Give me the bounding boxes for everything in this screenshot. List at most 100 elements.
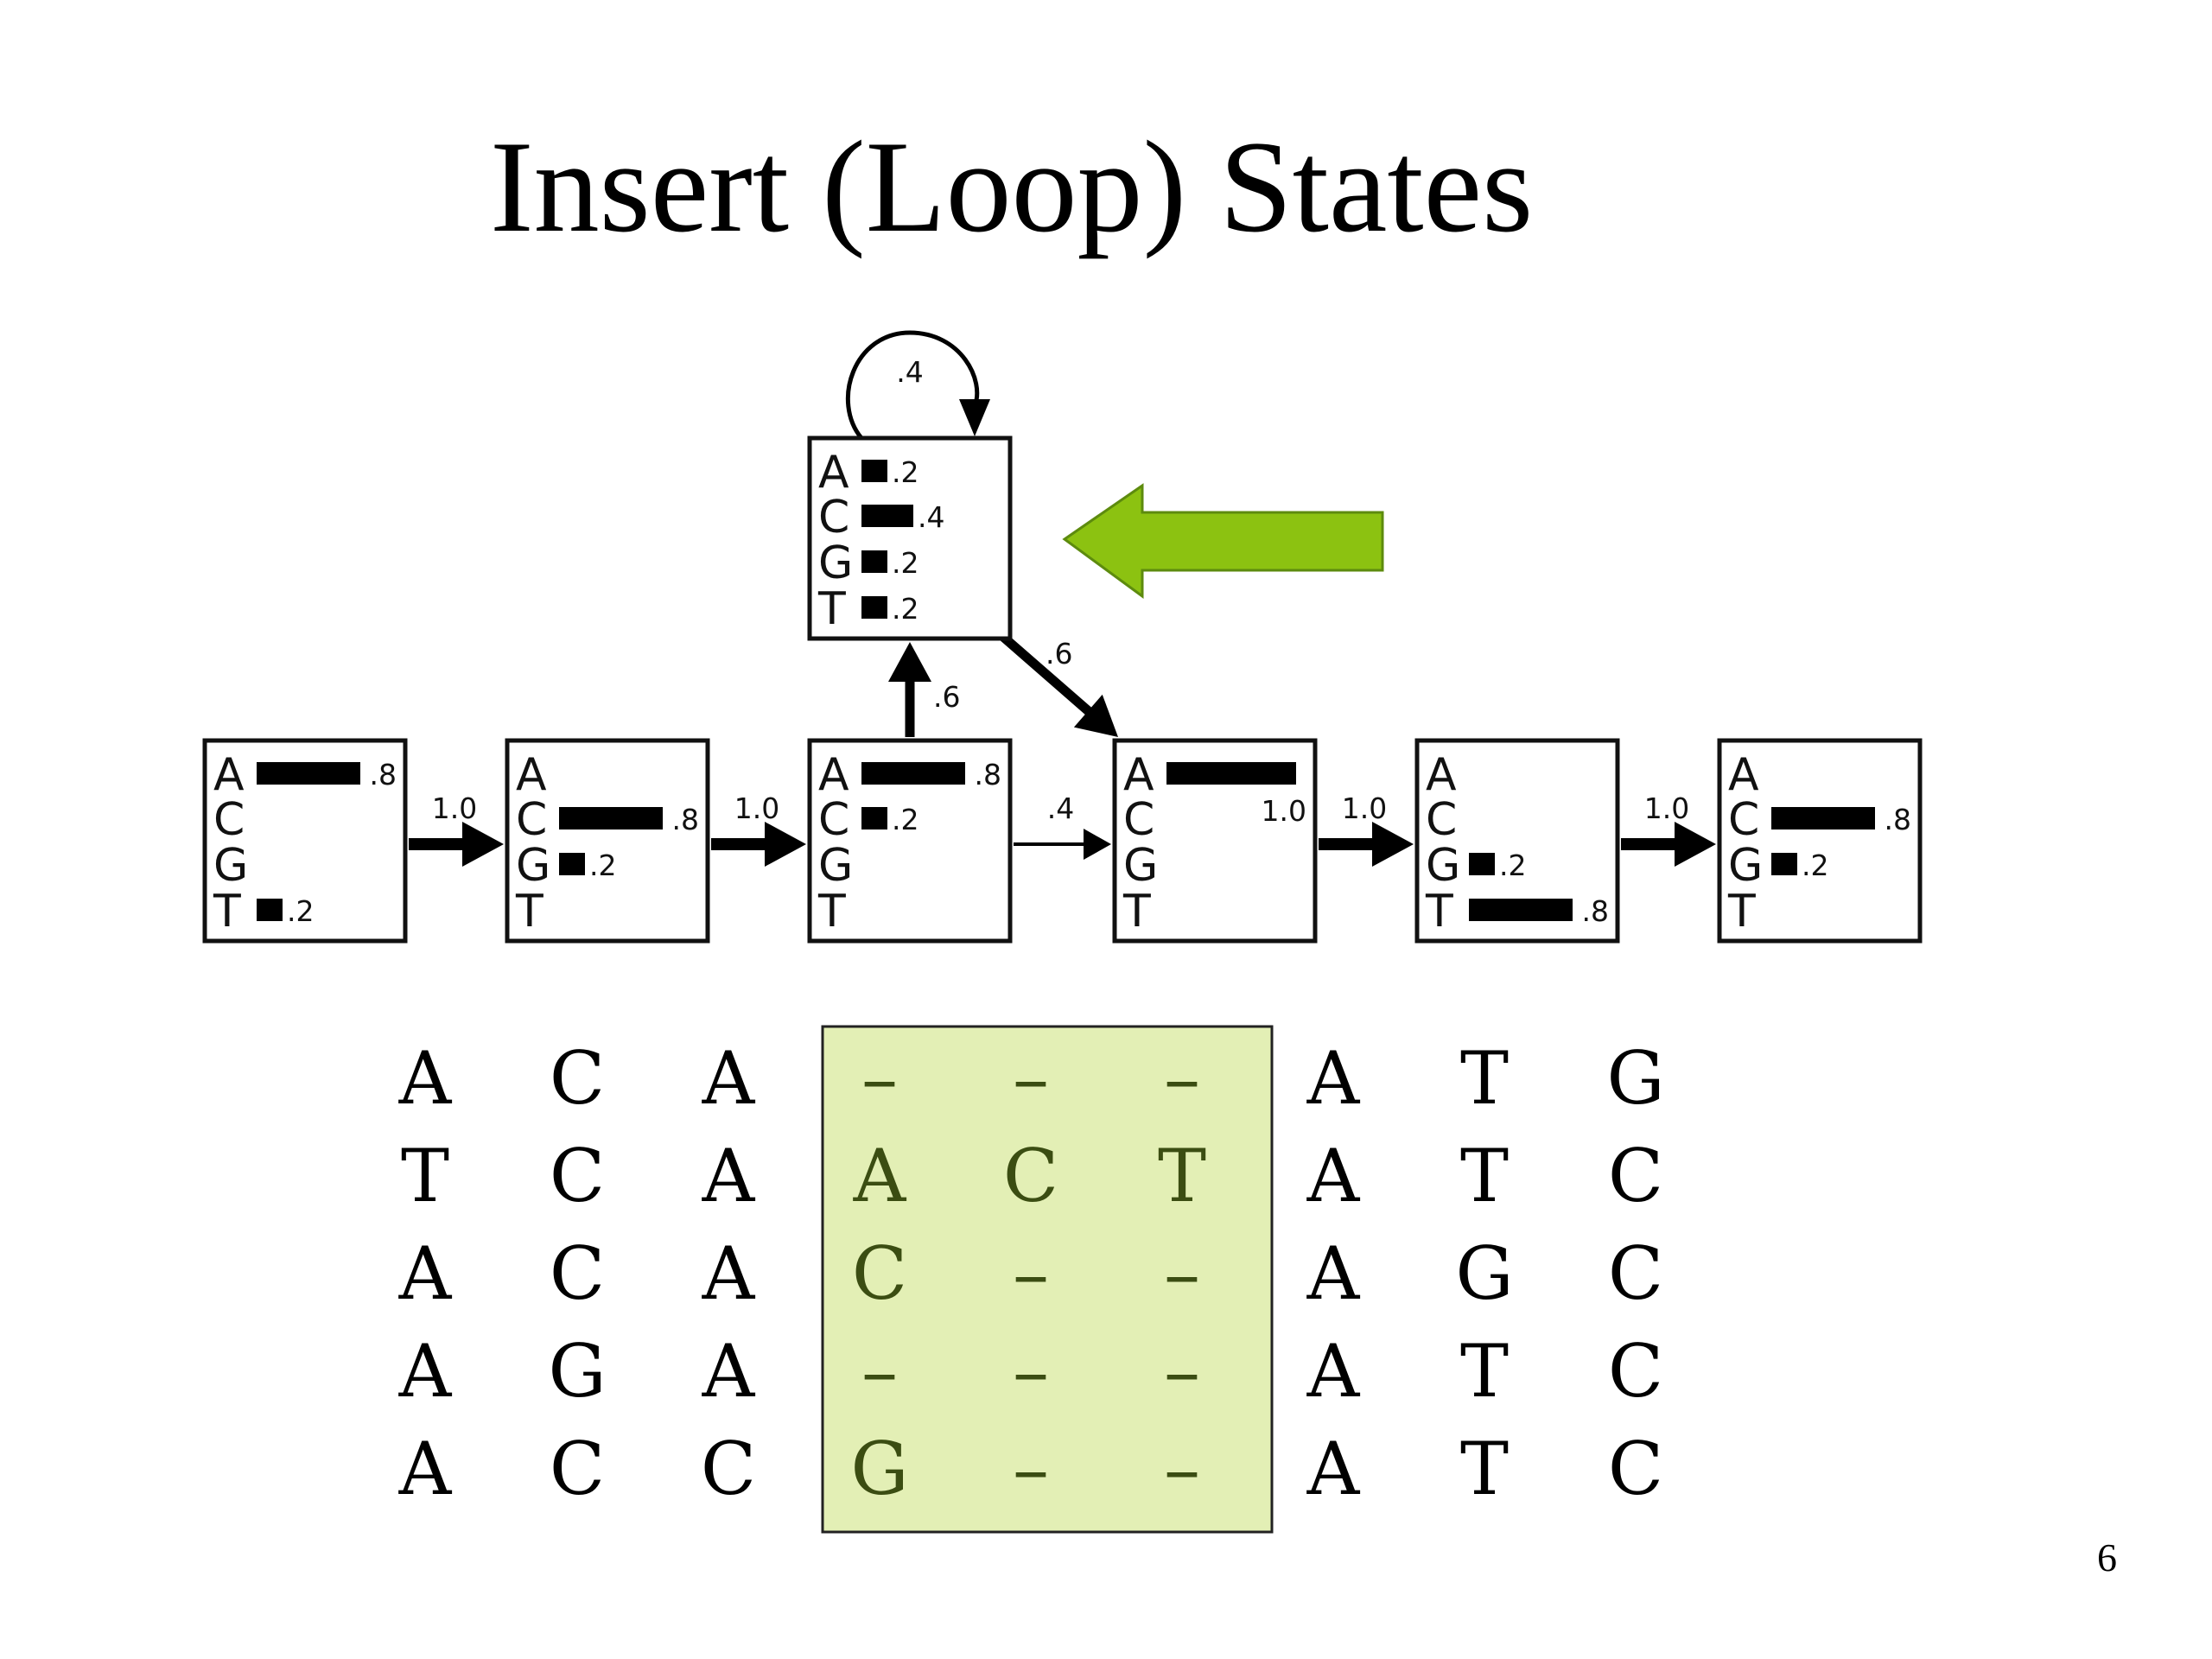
emission-prob-label: .2	[892, 455, 919, 489]
alignment-cell: G	[1606, 1036, 1664, 1121]
emission-bar	[861, 460, 887, 482]
transition-prob-label: .4	[896, 355, 924, 389]
page-number: 6	[2097, 1535, 2117, 1580]
state-base-label: G	[213, 840, 248, 892]
alignment-cell: G	[850, 1427, 908, 1511]
emission-bar	[257, 762, 360, 785]
transition-m3-insert: .6	[888, 642, 961, 737]
transition-arrowhead	[1372, 822, 1414, 867]
transition-line	[846, 330, 980, 440]
state-base-label: T	[817, 886, 846, 938]
emission-prob-label: 1.0	[1262, 794, 1306, 828]
alignment-cell: T	[401, 1134, 449, 1218]
transition-line	[1000, 632, 1093, 716]
match-state-2: AC.8G.2T	[505, 738, 710, 944]
state-base-label: C	[1426, 794, 1457, 846]
transition-arrowhead	[1675, 822, 1716, 867]
alignment-cell: C	[701, 1427, 756, 1511]
alignment-cell: C	[550, 1427, 605, 1511]
transition-arrowhead	[1084, 829, 1111, 860]
alignment-cell: T	[1460, 1036, 1509, 1121]
alignment-cell: C	[1608, 1134, 1663, 1218]
state-base-label: T	[515, 886, 543, 938]
insert-state: A.2C.4G.2T.2	[807, 435, 1013, 641]
emission-bar	[1771, 807, 1875, 830]
state-base-label: T	[1122, 886, 1151, 938]
transition-prob-label: 1.0	[1644, 791, 1689, 825]
state-base-label: T	[817, 583, 846, 635]
emission-prob-label: .2	[892, 592, 919, 626]
state-base-label: C	[1123, 794, 1154, 846]
alignment-cell: C	[1608, 1427, 1663, 1511]
emission-prob-label: .8	[672, 803, 700, 836]
alignment-cell: C	[1608, 1231, 1663, 1316]
alignment-cell: –	[861, 1036, 898, 1121]
state-base-label: G	[516, 840, 550, 892]
transition-arrowhead	[888, 642, 931, 682]
alignment-cell: T	[1158, 1134, 1206, 1218]
emission-bar	[559, 807, 663, 830]
alignment-cell: –	[1164, 1427, 1200, 1511]
transition-m2-m3: 1.0	[711, 791, 806, 867]
emission-prob-label: .2	[1499, 849, 1527, 882]
alignment-cell: G	[548, 1329, 606, 1414]
alignment-cell: A	[702, 1036, 756, 1121]
state-base-label: A	[818, 749, 849, 801]
emission-prob-label: .8	[370, 758, 397, 791]
alignment-cell: C	[550, 1134, 605, 1218]
alignment-cell: T	[1460, 1329, 1509, 1414]
alignment-cell: A	[853, 1134, 907, 1218]
state-base-label: G	[818, 840, 853, 892]
alignment-cell: A	[1306, 1329, 1361, 1414]
emission-prob-label: .2	[892, 546, 919, 580]
alignment-cell: A	[702, 1134, 756, 1218]
alignment-cell: C	[1608, 1329, 1663, 1414]
state-base-label: A	[1426, 749, 1457, 801]
alignment-cell: A	[1306, 1134, 1361, 1218]
alignment-cell: –	[1013, 1231, 1049, 1316]
transition-prob-label: 1.0	[1342, 791, 1387, 825]
alignment-cell: A	[398, 1231, 453, 1316]
transition-arrowhead	[959, 399, 990, 436]
emission-bar	[861, 807, 887, 830]
transition-prob-label: .4	[1047, 791, 1075, 825]
transition-m4-m5: 1.0	[1319, 791, 1414, 867]
state-box	[807, 435, 1013, 641]
alignment-cell: G	[1455, 1231, 1513, 1316]
alignment-cell: A	[398, 1329, 453, 1414]
alignment-cell: –	[1164, 1036, 1200, 1121]
emission-bar	[257, 899, 283, 921]
alignment-cell: A	[702, 1231, 756, 1316]
alignment-cell: –	[861, 1329, 898, 1414]
alignment-cell: A	[702, 1329, 756, 1414]
insert-columns-highlight	[821, 1025, 1274, 1534]
transition-m5-m6: 1.0	[1621, 791, 1716, 867]
alignment-cell: C	[550, 1231, 605, 1316]
emission-bar	[1469, 853, 1495, 875]
alignment-cell: C	[852, 1231, 907, 1316]
emission-prob-label: .2	[287, 894, 315, 928]
alignment-cell: –	[1013, 1329, 1049, 1414]
transition-arrowhead	[1073, 694, 1118, 737]
emission-prob-label: .2	[892, 803, 919, 836]
state-base-label: A	[1123, 749, 1154, 801]
state-base-label: G	[818, 537, 853, 589]
state-base-label: T	[213, 886, 241, 938]
state-base-label: A	[213, 749, 245, 801]
emission-prob-label: .8	[1885, 803, 1912, 836]
transition-arrowhead	[462, 822, 504, 867]
transition-prob-label: 1.0	[432, 791, 477, 825]
state-box	[1717, 738, 1923, 944]
emission-prob-label: .2	[589, 849, 617, 882]
state-base-label: C	[213, 794, 245, 846]
emission-bar	[1166, 762, 1296, 785]
alignment-cell: A	[1306, 1231, 1361, 1316]
alignment-cell: A	[1306, 1427, 1361, 1511]
